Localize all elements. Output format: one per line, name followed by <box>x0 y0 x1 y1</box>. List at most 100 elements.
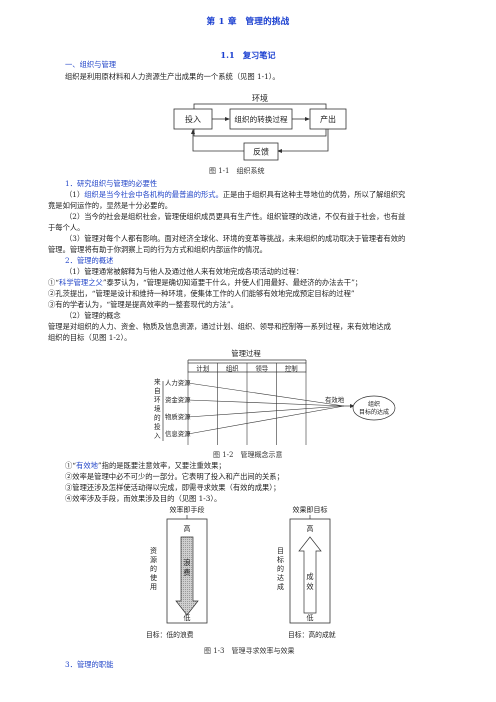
s1-p3-line2: 管理。管理将有助于你洞察上司的行为方式和组织内部运作的情况。 <box>48 245 267 254</box>
s3-a4: ④效率涉及手段，而效果涉及目的（见图 1-3）。 <box>65 494 222 503</box>
s1-p3-line1: （3）管理对每个人都有影响。面对经济全球化、环境的变革等挑战，未来组织的成功取决… <box>65 234 406 243</box>
fig1-input-label: 投入 <box>185 114 201 124</box>
fig1-env-label: 环境 <box>252 93 268 103</box>
s3-a1-highlight: 有效地 <box>76 461 98 470</box>
fig3-left-side-char: 使 <box>150 573 157 582</box>
fig3-effect-arrow <box>298 536 322 614</box>
fig2-side-char: 环 <box>154 396 161 404</box>
fig2-func-lead: 领导 <box>255 364 268 373</box>
s2-quote2: ②孔茨提出，“管理是设计和维持一种环境，使集体工作的人们能够有效地完成预定目标的… <box>48 289 355 298</box>
fig1-output-label: 产出 <box>320 114 336 124</box>
s3-a1-prefix: ①“ <box>65 461 77 470</box>
figure-efficiency-effectiveness: 效率即手段 高 浪 费 低 资 源 的 使 用 目标：低的浪费 效果即目标 高 … <box>146 505 336 639</box>
section-title: 1.1 复习笔记 <box>220 50 276 60</box>
fig1-arrowhead <box>191 129 195 134</box>
fig3-left-side-char: 资 <box>150 546 157 555</box>
fig2-caption: 图 1-2 管理概念示意 <box>213 451 283 459</box>
chapter-title: 第 1 章 管理的挑战 <box>206 17 290 27</box>
fig3-caption: 图 1-3 管理寻求效率与效果 <box>204 647 295 655</box>
fig3-left-low: 低 <box>184 613 191 622</box>
s1-p1-highlight: 组织是当今社会中各机构的最普遍的形式。 <box>84 190 223 199</box>
fig3-right-low: 低 <box>307 613 314 622</box>
fig1-feedback-line-right <box>280 129 329 152</box>
fig3-right-side-char: 标 <box>277 555 284 564</box>
fig3-right-side-char: 达 <box>277 573 284 582</box>
s1-p2-line2: 于每个人。 <box>48 223 85 232</box>
fig2-side-char: 的 <box>154 413 161 422</box>
s2-quote3: ③有的学者认为，“管理是提高效率的一整套现代的方法”。 <box>48 300 238 309</box>
s1-p1-line2: 竟是如何运作的，显然是十分必要的。 <box>48 201 173 210</box>
fig3-right-title: 效果即目标 <box>293 505 328 514</box>
fig2-goal-line2: 目标的达成 <box>359 408 389 416</box>
fig3-right-goal: 目标：高的成就 <box>288 630 336 639</box>
fig1-feedback-line-left <box>192 132 244 152</box>
s2-p3-line1: 管理是对组织的人力、资金、物质及信息资源，通过计划、组织、领导和控制等一系列过程… <box>48 322 391 331</box>
fig2-resource-info: 信息资源 <box>165 429 191 438</box>
s1-p1-line1: （1）组织是当今社会中各机构的最普遍的形式。正是由于组织具有这种主导地位的优势，… <box>65 190 405 199</box>
s3-a2: ②效率是管理中必不可少的一部分。它表明了投入和产出间的关系； <box>65 472 284 481</box>
fig3-waste-char: 费 <box>183 568 190 577</box>
s2-p3-line2: 组织的目标（见图 1-2）。 <box>48 333 132 342</box>
fig3-right-side-char: 成 <box>277 582 284 591</box>
fig1-process-label: 组织的转换过程 <box>234 114 288 124</box>
s2-quote1-prefix: ①“ <box>48 278 60 287</box>
s2-quote1: ①“科学管理之父”泰罗认为，“管理是确切知道要干什么，并使人们用最好、最经济的办… <box>48 278 362 287</box>
fig2-converge-line <box>187 405 345 435</box>
fig2-side-char: 自 <box>154 386 161 395</box>
fig2-resource-human: 人力资源 <box>165 378 191 387</box>
fig2-side-char: 境 <box>154 404 161 413</box>
s1-p1-prefix: （1） <box>65 190 85 199</box>
s1-heading: 1．研究组织与管理的必要性 <box>65 179 158 188</box>
fig2-top-label: 管理过程 <box>231 349 261 358</box>
fig2-side-char: 来 <box>154 378 161 386</box>
s2-quote1-highlight: 科学管理之父 <box>59 278 103 287</box>
fig3-left-side-char: 用 <box>150 583 157 591</box>
fig2-side-char: 入 <box>154 432 161 440</box>
fig2-func-control: 控制 <box>285 364 298 373</box>
fig3-left-high: 高 <box>184 524 191 533</box>
fig2-func-organize: 组织 <box>226 364 239 373</box>
s3-a3: ③管理还涉及怎样使活动得以完成，即需寻求效果（有效的成果）； <box>65 483 281 492</box>
part1-intro: 组织是利用原材料和人力资源生产出成果的一个系统（见图 1-1）。 <box>65 72 280 81</box>
fig2-goal-line1: 组织 <box>368 400 380 408</box>
fig2-converge-line <box>187 405 345 418</box>
fig1-arrowhead <box>305 117 310 121</box>
fig3-left-side-char: 的 <box>150 564 157 573</box>
fig2-converge-line <box>187 399 345 407</box>
fig2-converge-line <box>187 382 345 407</box>
fig3-effect-char: 效 <box>306 582 313 591</box>
s1-p2-line1: （2）当今的社会是组织社会，管理使组织成员更具有生产性。组织管理的改进，不仅有益… <box>65 212 406 221</box>
s2-p1: （1）管理通常被解释为与他人及通过他人来有效地完成各项活动的过程： <box>65 267 304 276</box>
fig1-caption: 图 1-1 组织系统 <box>209 167 265 175</box>
fig3-left-side-char: 源 <box>150 555 157 564</box>
fig3-right-side-char: 的 <box>277 564 284 573</box>
fig3-waste-arrow <box>175 536 199 616</box>
s1-p1-rest: 正是由于组织具有这种主导地位的优势，所以了解组织究 <box>222 190 406 199</box>
part1-heading: 一、组织与管理 <box>65 60 117 69</box>
s2-heading: 2．管理的概述 <box>65 256 114 265</box>
fig3-left-title: 效率即手段 <box>170 505 205 514</box>
figure-management-concept: 管理过程 计划 组织 领导 控制 来 自 环 境 的 投 入 人力资源 资金资源… <box>154 349 396 445</box>
fig3-right-high: 高 <box>307 524 314 533</box>
s2-quote1-rest: ”泰罗认为，“管理是确切知道要干什么，并使人们用最好、最经济的办法去干”； <box>102 278 363 287</box>
fig2-effective-label: 有效地 <box>325 395 345 404</box>
fig2-goal-ellipse <box>352 395 396 421</box>
s4-heading: 3．管理的职能 <box>65 660 114 669</box>
s2-p2: （2）管理的概念 <box>65 311 121 320</box>
figure-organization-system: 环境 投入 组织的转换过程 产出 反馈 <box>173 93 347 161</box>
fig3-waste-char: 浪 <box>183 558 190 567</box>
fig3-effect-char: 成 <box>306 572 313 581</box>
fig2-side-char: 投 <box>154 422 161 431</box>
fig3-left-goal: 目标：低的浪费 <box>146 630 194 639</box>
s3-a1: ①“有效地”指的是既要注意效率，又要注重效果； <box>65 461 226 470</box>
fig2-resource-material: 物质资源 <box>165 412 191 421</box>
fig3-right-side-char: 目 <box>277 547 284 555</box>
fig1-arrowhead <box>225 117 230 121</box>
fig2-resource-capital: 资金资源 <box>165 395 191 404</box>
fig1-arrowhead <box>277 149 282 153</box>
s3-a1-rest: ”指的是既要注意效率，又要注重效果； <box>97 461 226 470</box>
fig2-func-plan: 计划 <box>196 364 209 373</box>
fig1-feedback-label: 反馈 <box>253 147 269 157</box>
fig1-feedback-box <box>243 142 279 161</box>
